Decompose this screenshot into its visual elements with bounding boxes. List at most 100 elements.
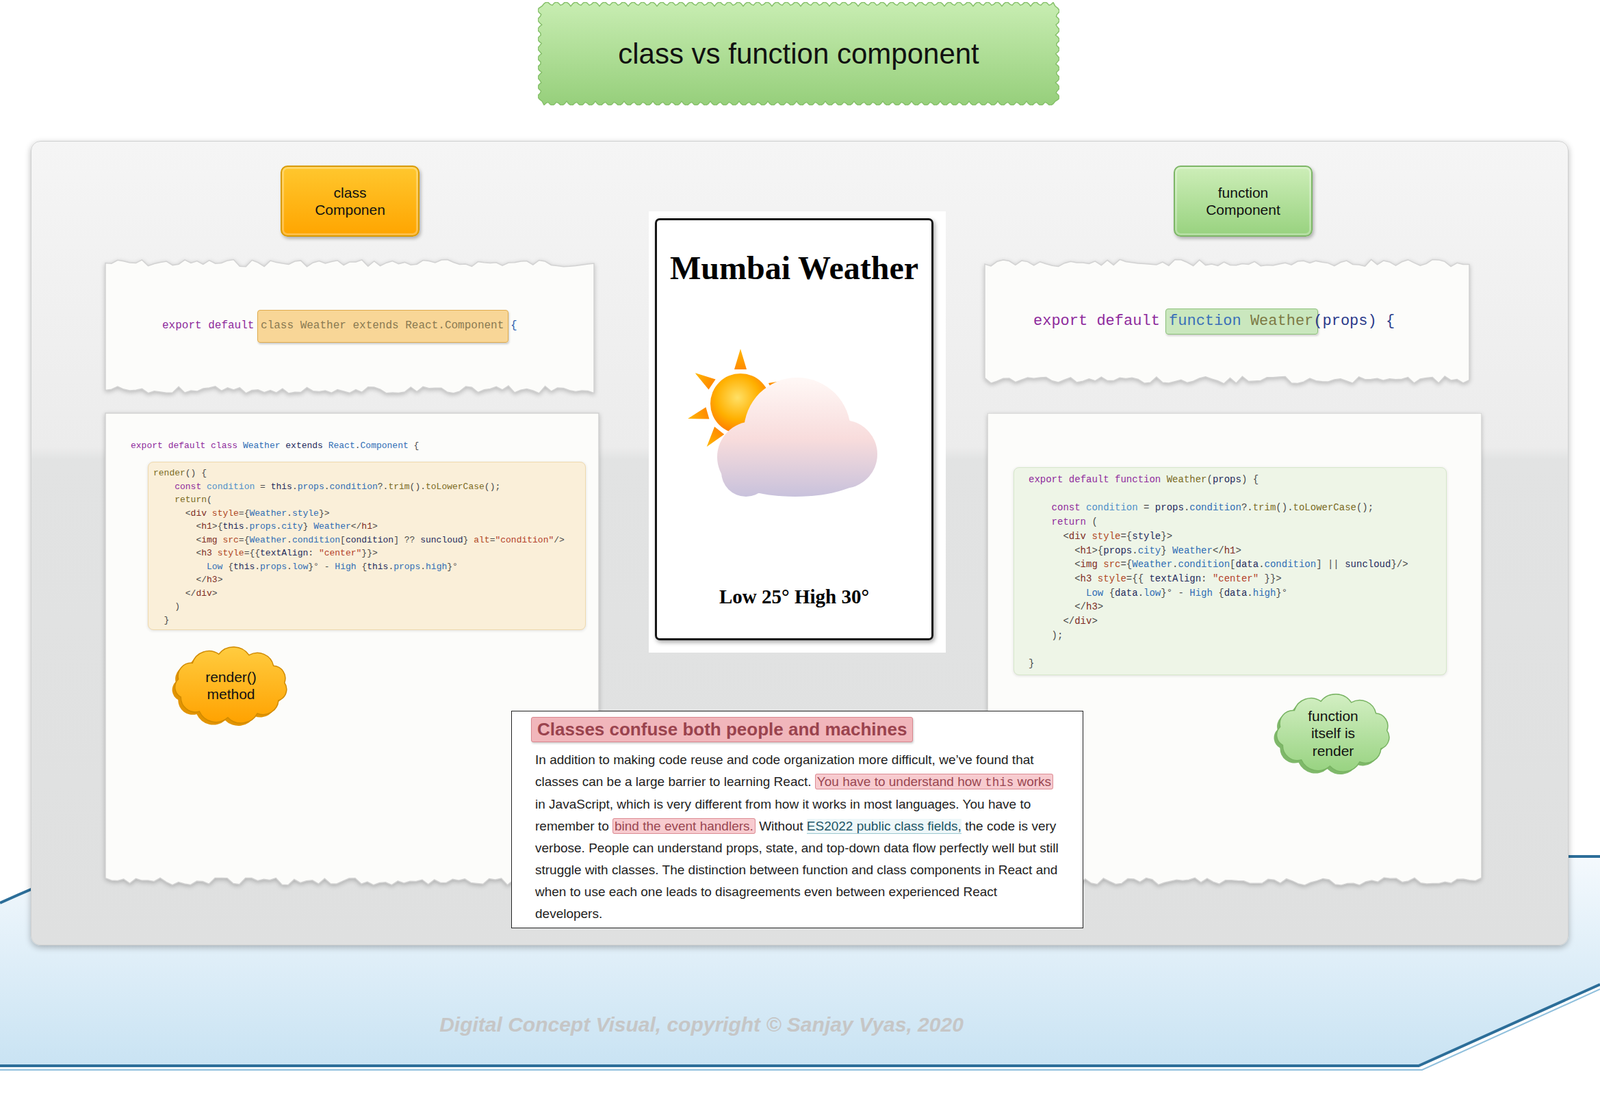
stage-edge	[0, 984, 1600, 1067]
inline-code: this	[984, 776, 1014, 790]
code-token: <	[195, 548, 202, 559]
code-line: const condition = props.condition?.trim(…	[1028, 500, 1441, 516]
code-token: .	[1138, 587, 1144, 599]
code-token: <	[1074, 545, 1080, 557]
code-token: low	[1143, 587, 1161, 599]
code-token: h1	[201, 521, 213, 532]
code-token: {	[1253, 474, 1259, 486]
code-token: .	[324, 481, 330, 493]
code-token: {	[414, 440, 420, 451]
code-token: high	[1253, 587, 1277, 599]
code-token: .	[254, 561, 261, 573]
code-line: const condition = this.props.condition?.…	[153, 480, 580, 495]
code-token: >	[212, 588, 218, 599]
code-token: trim	[1253, 502, 1277, 514]
code-token: low	[292, 561, 308, 573]
code-token: </	[185, 588, 197, 599]
code-token: toLowerCase	[1293, 502, 1357, 514]
code-token: city	[1138, 545, 1162, 557]
code-line: }	[153, 613, 580, 628]
code-token: class	[210, 440, 238, 451]
code-token: props	[249, 521, 276, 532]
code-token: toLowerCase	[425, 481, 485, 493]
torn-paper-outline	[984, 259, 1470, 384]
code-token: props	[297, 481, 325, 493]
code-token: style	[212, 508, 239, 519]
code-line: <h1>{props.city} Weather</h1>	[1028, 544, 1441, 559]
code-token: )	[1241, 474, 1247, 486]
code-line: export default class Weather extends Rea…	[130, 439, 592, 454]
code-token: function	[1114, 474, 1161, 486]
code-token: High	[1189, 587, 1213, 599]
class-label-box: class Componen	[280, 165, 420, 237]
code-token: >	[1091, 615, 1098, 627]
code-token: h3	[206, 574, 218, 586]
code-token: .	[355, 440, 361, 451]
code-token: Weather	[249, 535, 287, 546]
sun-ray	[686, 407, 710, 425]
code-line: <img src={Weather.condition[data.conditi…	[1028, 557, 1441, 573]
code-token: </	[1212, 545, 1225, 557]
code-line: }	[1028, 656, 1441, 672]
code-token: React	[328, 440, 356, 451]
code-token: div	[195, 588, 212, 599]
code-token: condition	[1264, 559, 1317, 571]
code-line: render() {	[153, 466, 580, 481]
code-token: ().	[1275, 502, 1293, 514]
code-token: Low	[1086, 587, 1104, 599]
code-token: textAlign	[260, 548, 308, 559]
code-token: h3	[1086, 601, 1098, 613]
code-token: ={	[238, 535, 250, 546]
code-token: h3	[1080, 573, 1093, 585]
code-token: >	[1235, 545, 1242, 557]
code-token: {	[201, 468, 207, 479]
code-token: "center"	[1212, 573, 1259, 585]
code-token: >	[1097, 601, 1104, 613]
code-token: export	[130, 440, 163, 451]
code-token: >	[372, 521, 378, 532]
code-token: }°	[1160, 587, 1173, 599]
code-token: {	[227, 561, 234, 573]
code-token: render	[153, 468, 186, 479]
code-token: ()	[185, 468, 197, 479]
code-token: h3	[201, 548, 213, 559]
code-token: city	[281, 521, 303, 532]
code-token: >{	[1091, 545, 1104, 557]
cloud-outline	[175, 647, 287, 724]
code-token: ?.	[377, 481, 389, 493]
code-token: <	[195, 535, 202, 546]
code-token: div	[1068, 531, 1087, 543]
code-token: -	[1177, 587, 1184, 599]
banner-shape	[537, 2, 1060, 106]
code-token: ]	[1315, 559, 1322, 571]
code-token: props	[260, 561, 287, 573]
code-token: Weather	[242, 440, 281, 451]
code-token: .	[1258, 559, 1264, 571]
code-token: .	[1172, 559, 1178, 571]
code-token: condition	[1177, 559, 1230, 571]
code-token: default	[1068, 474, 1110, 486]
box-label: function Component	[1203, 184, 1284, 219]
code-token: </	[351, 521, 363, 532]
code-token: export default	[1033, 312, 1169, 330]
code-token: Weather	[1166, 474, 1208, 486]
code-token: Low	[206, 561, 223, 573]
code-token: alt	[473, 535, 490, 546]
code-token: style	[1131, 531, 1161, 543]
code-token: suncloud	[1344, 559, 1391, 571]
code-token: ={	[1120, 559, 1132, 571]
quote-body: In addition to making code reuse and cod…	[535, 749, 1063, 926]
code-token: );	[1051, 630, 1064, 642]
code-token: condition	[345, 535, 394, 546]
code-token: .	[292, 481, 298, 493]
code-token: props	[1212, 474, 1242, 486]
torn-paper-outline	[105, 260, 595, 395]
code-token: {	[503, 319, 517, 332]
code-snippet-paper: export default class Weather extends Rea…	[105, 257, 595, 396]
code-line: export default class Weather extends Rea…	[162, 319, 518, 333]
weather-card: Mumbai WeatherLow 25° High 30°	[654, 218, 934, 641]
card-heading: Mumbai Weather	[669, 249, 919, 287]
box-label: render() method	[197, 668, 266, 703]
code-token: h1	[1080, 545, 1093, 557]
code-token: default	[168, 440, 206, 451]
